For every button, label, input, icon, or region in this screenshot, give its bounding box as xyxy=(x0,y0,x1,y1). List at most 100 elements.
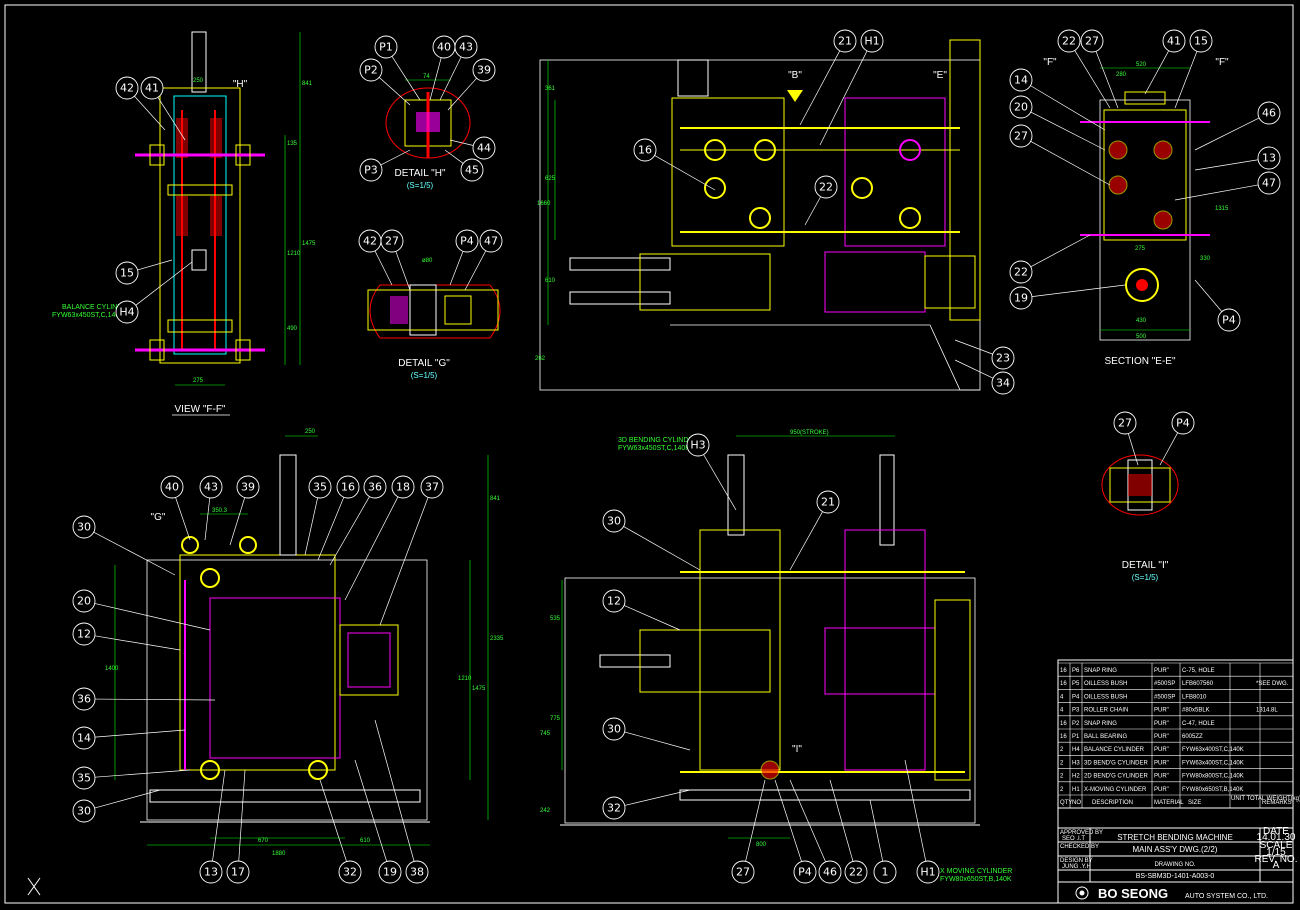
balloon-32: 32 xyxy=(602,789,691,820)
bom-header-size: SIZE xyxy=(1188,800,1201,806)
view-ff-title: VIEW "F-F" xyxy=(175,404,226,415)
note-3d-bending-cylinder: 3D BENDING CYLINDER xyxy=(618,437,698,444)
bom-qty: 4 xyxy=(1060,708,1064,714)
bom-size: #80x5BLK xyxy=(1182,708,1210,714)
balloon-18: 18 xyxy=(344,475,415,601)
balloon-label: 27 xyxy=(1014,130,1028,143)
balloon-label: 19 xyxy=(383,866,397,879)
balloon-label: 16 xyxy=(638,144,652,157)
balloon-label: 32 xyxy=(343,866,357,879)
bom-header-remarks: REMARKS xyxy=(1262,800,1292,806)
balloon-39: 39 xyxy=(447,58,496,111)
detail-g-scale: (S=1/5) xyxy=(411,371,438,380)
balloon-label: 19 xyxy=(1014,292,1028,305)
balloon-30: 30 xyxy=(72,515,176,576)
bom-remarks: *SEE DWG. xyxy=(1256,681,1289,687)
date: 14.01.30 xyxy=(1257,832,1296,843)
dim-b-361: 361 xyxy=(545,86,556,92)
dim-e-330: 330 xyxy=(1200,256,1211,262)
dim-l-1400: 1400 xyxy=(105,666,119,672)
balloon-27: 27 xyxy=(380,229,411,291)
balloon-label: 36 xyxy=(368,481,382,494)
dim-l-670: 670 xyxy=(258,838,269,844)
balloon-label: 42 xyxy=(363,235,377,248)
bom-qty: 2 xyxy=(1060,747,1064,753)
bom-size: FYW80x800ST,C,140K xyxy=(1182,774,1244,780)
balloon-label: 21 xyxy=(821,496,835,509)
bom-material: PUR" xyxy=(1154,760,1169,766)
bom-no: P3 xyxy=(1072,708,1080,714)
company-sub: AUTO SYSTEM CO., LTD. xyxy=(1185,893,1268,900)
bom-material: PUR" xyxy=(1154,668,1169,674)
bom-qty: 4 xyxy=(1060,694,1064,700)
bom-material: PUR" xyxy=(1154,774,1169,780)
balloon-19: 19 xyxy=(1009,284,1126,310)
bom-description: SNAP RING xyxy=(1084,668,1117,674)
balloon-30: 30 xyxy=(602,717,691,751)
balloon-40: 40 xyxy=(429,35,456,101)
dim-r-242: 242 xyxy=(540,808,551,814)
balloon-21: 21 xyxy=(799,29,857,126)
balloon-label: 41 xyxy=(1167,35,1181,48)
balloon-35: 35 xyxy=(72,766,191,790)
detail-i-title: DETAIL "I" xyxy=(1122,560,1169,571)
note-balance-cylinder: BALANCE CYLINDER xyxy=(62,304,132,311)
bom-no: H3 xyxy=(1072,760,1080,766)
dim-l-250: 250 xyxy=(305,429,316,435)
drawing-subtitle: MAIN ASS'Y DWG.(2/2) xyxy=(1133,845,1218,854)
bom-description: ROLLER CHAIN xyxy=(1084,708,1128,714)
detail-g-title: DETAIL "G" xyxy=(398,358,450,369)
balloon-label: 30 xyxy=(607,723,621,736)
view-left-elevation: 250 350.3 1880 670 610 2335 1475 1210 14… xyxy=(105,429,504,857)
balloon-label: P1 xyxy=(379,41,393,54)
balloon-label: 37 xyxy=(425,481,439,494)
detail-i: DETAIL "I" (S=1/5) xyxy=(1101,454,1179,582)
balloon-label: 14 xyxy=(1014,74,1028,87)
bom-material: PUR" xyxy=(1154,708,1169,714)
balloon-label: P4 xyxy=(1222,314,1236,327)
bom-size: LFB8010 xyxy=(1182,694,1207,700)
bom-no: P5 xyxy=(1072,681,1080,687)
balloon-label: 16 xyxy=(341,481,355,494)
balloon-label: 47 xyxy=(484,235,498,248)
bom-qty: 2 xyxy=(1060,774,1064,780)
dim-l-841: 841 xyxy=(490,496,501,502)
detail-h: 74 DETAIL "H" (S=1/5) xyxy=(385,74,471,190)
bom-description: OILLESS BUSH xyxy=(1084,694,1127,700)
dim-ff-1475: 1475 xyxy=(302,241,316,247)
balloon-p1: P1 xyxy=(374,35,421,101)
balloon-14: 14 xyxy=(72,726,186,750)
bom-no: H4 xyxy=(1072,747,1080,753)
marker-g: "G" xyxy=(151,512,166,523)
balloon-label: 13 xyxy=(204,866,218,879)
dim-h-74: 74 xyxy=(423,74,430,80)
balloon-46: 46 xyxy=(1194,101,1281,151)
balloon-label: 46 xyxy=(1262,107,1276,120)
balloon-27: 27 xyxy=(1009,124,1111,186)
bom-qty: 2 xyxy=(1060,787,1064,793)
date-label: DATE xyxy=(1263,826,1289,837)
balloon-22: 22 xyxy=(1057,29,1111,109)
design-by-label: DESIGN BY xyxy=(1060,858,1093,864)
bom-size: C-75, HOLE xyxy=(1182,668,1215,674)
balloon-46: 46 xyxy=(789,779,842,884)
bom-no: P4 xyxy=(1072,694,1080,700)
balloon-label: H1 xyxy=(920,866,935,879)
dim-e-1315: 1315 xyxy=(1215,206,1229,212)
balloon-32: 32 xyxy=(319,779,362,884)
balloon-label: 42 xyxy=(120,82,134,95)
balloon-label: P4 xyxy=(798,866,812,879)
balloon-15: 15 xyxy=(1174,29,1213,109)
balloon-label: 40 xyxy=(165,481,179,494)
balloon-h3: H3 xyxy=(686,433,737,511)
dim-ff-841: 841 xyxy=(302,81,313,87)
balloon-13: 13 xyxy=(199,769,226,884)
dim-b-610: 610 xyxy=(545,278,556,284)
bom-size: LFB607560 xyxy=(1182,681,1214,687)
bom-material: PUR" xyxy=(1154,721,1169,727)
section-ee: 520 280 430 500 1315 275 330 "F" "F" SEC… xyxy=(1043,57,1229,367)
balloon-47: 47 xyxy=(1174,171,1281,201)
balloon-34: 34 xyxy=(954,359,1015,395)
balloon-43: 43 xyxy=(199,475,223,541)
balloon-47: 47 xyxy=(464,229,503,291)
